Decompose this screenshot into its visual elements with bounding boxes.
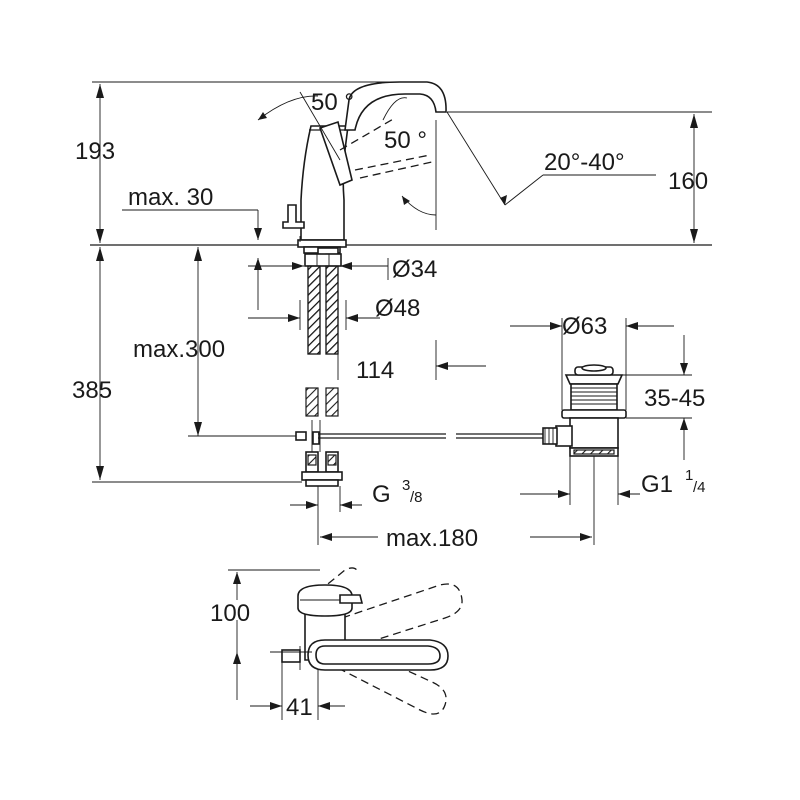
range-35-45-label: 35-45 [644,385,705,412]
swivel-range-label: 20°-40° [544,149,625,176]
height-total-label: 193 [75,138,115,165]
dim-385 [92,247,302,483]
thread-g-sup: 3 [402,477,410,494]
swivel-leader [446,111,656,206]
height-385-label: 385 [72,377,112,404]
dim-g-3-8 [290,486,362,545]
dim-160 [447,111,712,243]
max-300-label: max.300 [133,336,225,363]
dim-dia-34 [248,258,389,310]
depth-114-label: 114 [356,357,394,384]
plan-41-label: 41 [286,694,313,721]
dia-63-label: Ø63 [562,313,607,340]
dim-max-30 [122,209,262,240]
plan-100-label: 100 [210,600,250,627]
dim-dia-63 [510,318,674,410]
dim-dia-48 [248,300,380,330]
dia-34-label: Ø34 [392,256,437,283]
dim-114 [337,340,486,380]
dia-48-label: Ø48 [375,295,420,322]
max-30-label: max. 30 [128,184,213,211]
max-180-label: max.180 [386,525,478,552]
dim-35-45 [622,335,692,460]
faucet-body [282,81,447,254]
lever-angle-arcs [257,91,437,230]
height-spout-label: 160 [668,168,708,195]
angle-lever-down-label: 50 ° [384,127,427,154]
dim-41 [250,660,345,720]
dim-max-180 [320,456,595,545]
plan-view [281,567,463,715]
pop-up-waste [542,364,627,457]
thread-g1-sup: 1 [685,467,693,484]
thread-g1-sub: /4 [693,479,706,496]
dim-193 [92,81,400,243]
dim-max-300 [194,247,202,436]
thread-g1-label: G1 [641,471,673,498]
dim-g1-1-4 [520,456,640,505]
thread-g-label: G [372,481,391,508]
dim-100 [228,569,320,700]
angle-lever-up-label: 50 ° [311,89,354,116]
shank-and-hoses [301,247,343,487]
pop-up-rod [188,431,545,441]
thread-g-sub: /8 [410,489,423,506]
